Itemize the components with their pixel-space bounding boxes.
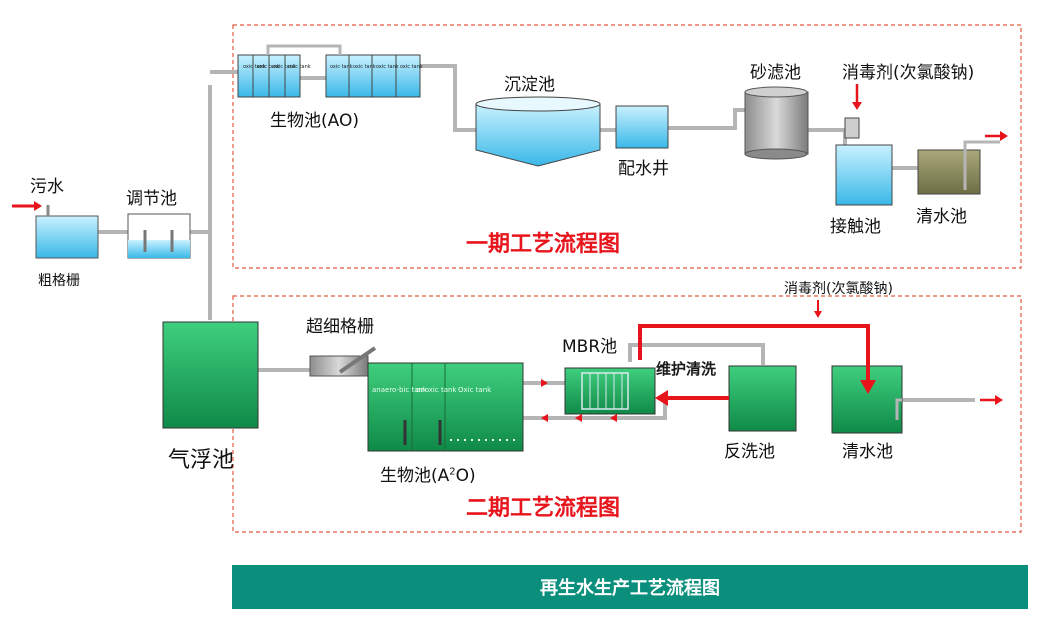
label-sewage: 污水 [30, 177, 64, 197]
label-bio-a2o-sup: 2 [449, 466, 456, 478]
phase2-frame [232, 295, 1022, 533]
backwash-tank [728, 365, 797, 432]
footer-title: 再生水生产工艺流程图 [540, 578, 720, 599]
phase1-title: 一期工艺流程图 [466, 232, 621, 257]
label-bio-a2o: 生物池(A2O) [380, 461, 476, 486]
label-bio-a2o-prefix: 生物池(A [380, 466, 450, 486]
svg-text:oxic tank: oxic tank [257, 64, 280, 70]
label-coarse-screen: 粗格栅 [38, 273, 80, 289]
bio-a2o-tank [367, 362, 524, 452]
label-disinfectant-1: 消毒剂(次氯酸钠) [842, 63, 975, 83]
label-clear-water-2: 清水池 [842, 442, 893, 462]
label-daf: 气浮池 [168, 448, 235, 473]
label-clear-water-1: 清水池 [916, 207, 967, 227]
svg-text:anoxic tank: anoxic tank [416, 386, 457, 394]
footer-title-bar: 再生水生产工艺流程图 [232, 565, 1028, 609]
daf-tank [162, 321, 259, 429]
svg-text:oxic tank: oxic tank [400, 64, 423, 70]
label-contact-tank: 接触池 [830, 217, 881, 237]
svg-text:oxic tank: oxic tank [273, 64, 296, 70]
sand-filter-tank [744, 86, 809, 160]
label-backwash: 反洗池 [724, 442, 775, 462]
svg-text:oxic tank: oxic tank [330, 64, 353, 70]
bio-ao-tank-tags: oxic tank oxic tank oxic tank oxic tank … [243, 64, 423, 70]
disinfectant-arrow-1 [852, 84, 862, 110]
label-maintenance-wash: 维护清洗 [656, 360, 717, 378]
sewage-arrow [12, 201, 42, 211]
svg-text:oxic tank: oxic tank [376, 64, 399, 70]
label-ultrafine-screen: 超细格栅 [306, 317, 374, 337]
bio-ao-tanks [237, 44, 421, 98]
label-distribution-well: 配水井 [618, 159, 669, 179]
maintenance-wash-loop [638, 324, 876, 406]
label-bio-ao: 生物池(AO) [270, 111, 359, 131]
svg-text:oxic tank: oxic tank [353, 64, 376, 70]
label-mbr: MBR池 [562, 337, 618, 357]
disinfectant-dosing-unit [844, 117, 860, 139]
outflow-arrow-2 [980, 395, 1003, 405]
distribution-well [615, 105, 669, 149]
coarse-screen-tank [35, 205, 99, 259]
outflow-arrow-1 [985, 131, 1008, 141]
label-disinfectant-2: 消毒剂(次氯酸钠) [784, 281, 893, 297]
svg-text:Oxic tank: Oxic tank [458, 386, 492, 394]
phase1-frame [232, 24, 1022, 269]
clear-water-tank-1 [917, 140, 1000, 195]
contact-tank [835, 144, 893, 206]
ultrafine-screen-unit [309, 346, 377, 377]
label-sand-filter: 砂滤池 [750, 63, 801, 83]
svg-text:oxic tank: oxic tank [288, 64, 311, 70]
svg-text:oxic tank: oxic tank [243, 64, 266, 70]
mbr-tank [564, 367, 656, 415]
label-sedimentation: 沉淀池 [504, 75, 555, 95]
svg-text:anaero-bic tank: anaero-bic tank [372, 386, 428, 394]
equalization-tank [127, 213, 191, 259]
label-bio-a2o-suffix: O) [455, 466, 476, 486]
phase2-title: 二期工艺流程图 [466, 496, 621, 521]
disinfectant-arrow-2 [814, 300, 822, 318]
small-flow-arrows [541, 379, 617, 422]
sedimentation-tank [475, 96, 601, 167]
bio-a2o-tank-tags: anaero-bic tank anoxic tank Oxic tank [372, 386, 492, 394]
label-equalization: 调节池 [126, 189, 177, 209]
